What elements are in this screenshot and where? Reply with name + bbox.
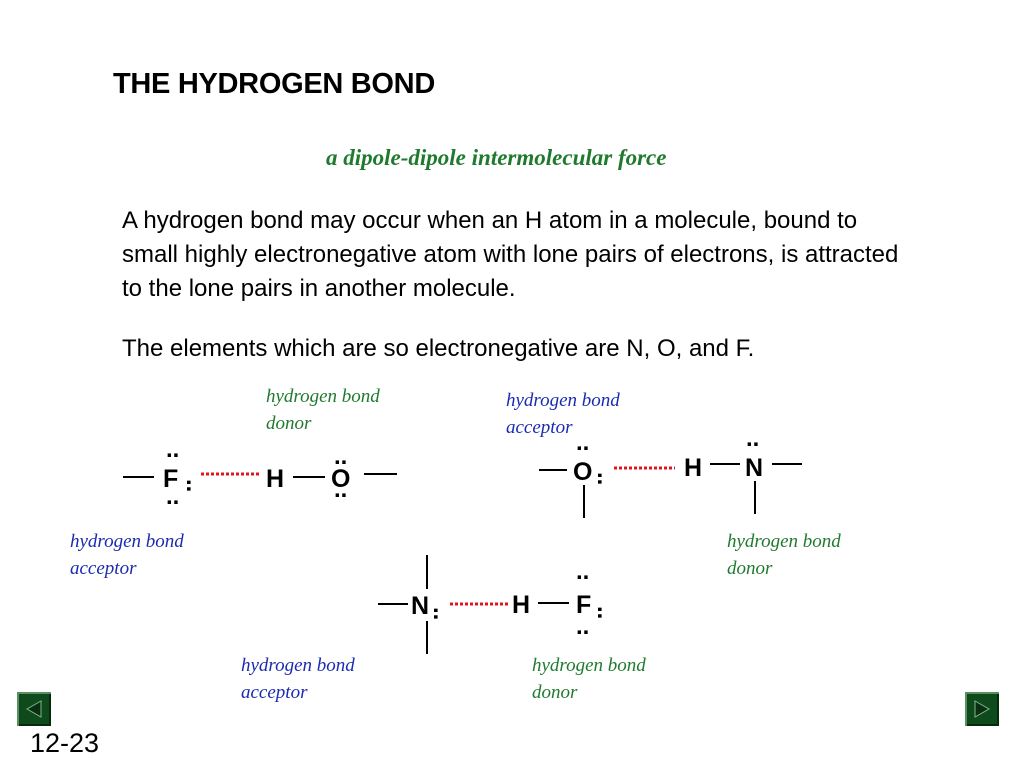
slide-subtitle: a dipole-dipole intermolecular force xyxy=(326,145,667,170)
lone-pair: .. xyxy=(181,479,208,492)
lone-pair: .. xyxy=(592,606,619,619)
lone-pair: .. xyxy=(334,476,347,503)
pair-amine-fluoride: N .. H F .. .. .. xyxy=(378,555,619,654)
atom-n: N xyxy=(745,454,763,482)
annotation-n-donor: hydrogen bond donor xyxy=(727,531,841,579)
lone-pair: .. xyxy=(592,472,619,485)
atom-o: O xyxy=(573,458,592,486)
atom-n: N xyxy=(411,592,429,620)
lone-pair: .. xyxy=(576,429,589,456)
annotation-n-acceptor: hydrogen bond acceptor xyxy=(241,655,355,703)
annotation-o-acceptor: hydrogen bond acceptor xyxy=(506,390,620,438)
atom-o: O xyxy=(331,465,350,493)
slide-number: 12-23 xyxy=(30,728,100,758)
annotation-f-donor: hydrogen bond donor xyxy=(532,655,646,703)
pair-fluorine-water: F .. .. .. H O .. .. xyxy=(123,436,397,510)
next-slide-button[interactable] xyxy=(965,692,999,726)
pair-water-amine: O .. .. H N .. xyxy=(539,425,802,518)
lone-pair: .. xyxy=(576,613,589,640)
atom-h: H xyxy=(512,591,530,619)
atom-h: H xyxy=(684,454,702,482)
lone-pair: .. xyxy=(166,483,179,510)
triangle-left-icon xyxy=(25,700,42,718)
slide-title: THE HYDROGEN BOND xyxy=(113,68,435,100)
triangle-right-icon xyxy=(974,700,991,718)
atom-f: F xyxy=(163,465,178,493)
electronegative-elements-paragraph: The elements which are so electronegativ… xyxy=(122,335,755,362)
atom-h: H xyxy=(266,465,284,493)
lone-pair: .. xyxy=(576,558,589,585)
lone-pair: .. xyxy=(334,443,347,470)
previous-slide-button[interactable] xyxy=(17,692,51,726)
definition-paragraph: A hydrogen bond may occur when an H atom… xyxy=(122,207,899,302)
atom-f: F xyxy=(576,591,591,619)
lone-pair: .. xyxy=(166,436,179,463)
lone-pair: .. xyxy=(428,607,455,620)
annotation-hf-donor: hydrogen bond donor xyxy=(266,386,380,434)
lone-pair: .. xyxy=(746,425,759,452)
annotation-f-acceptor: hydrogen bond acceptor xyxy=(70,531,184,579)
